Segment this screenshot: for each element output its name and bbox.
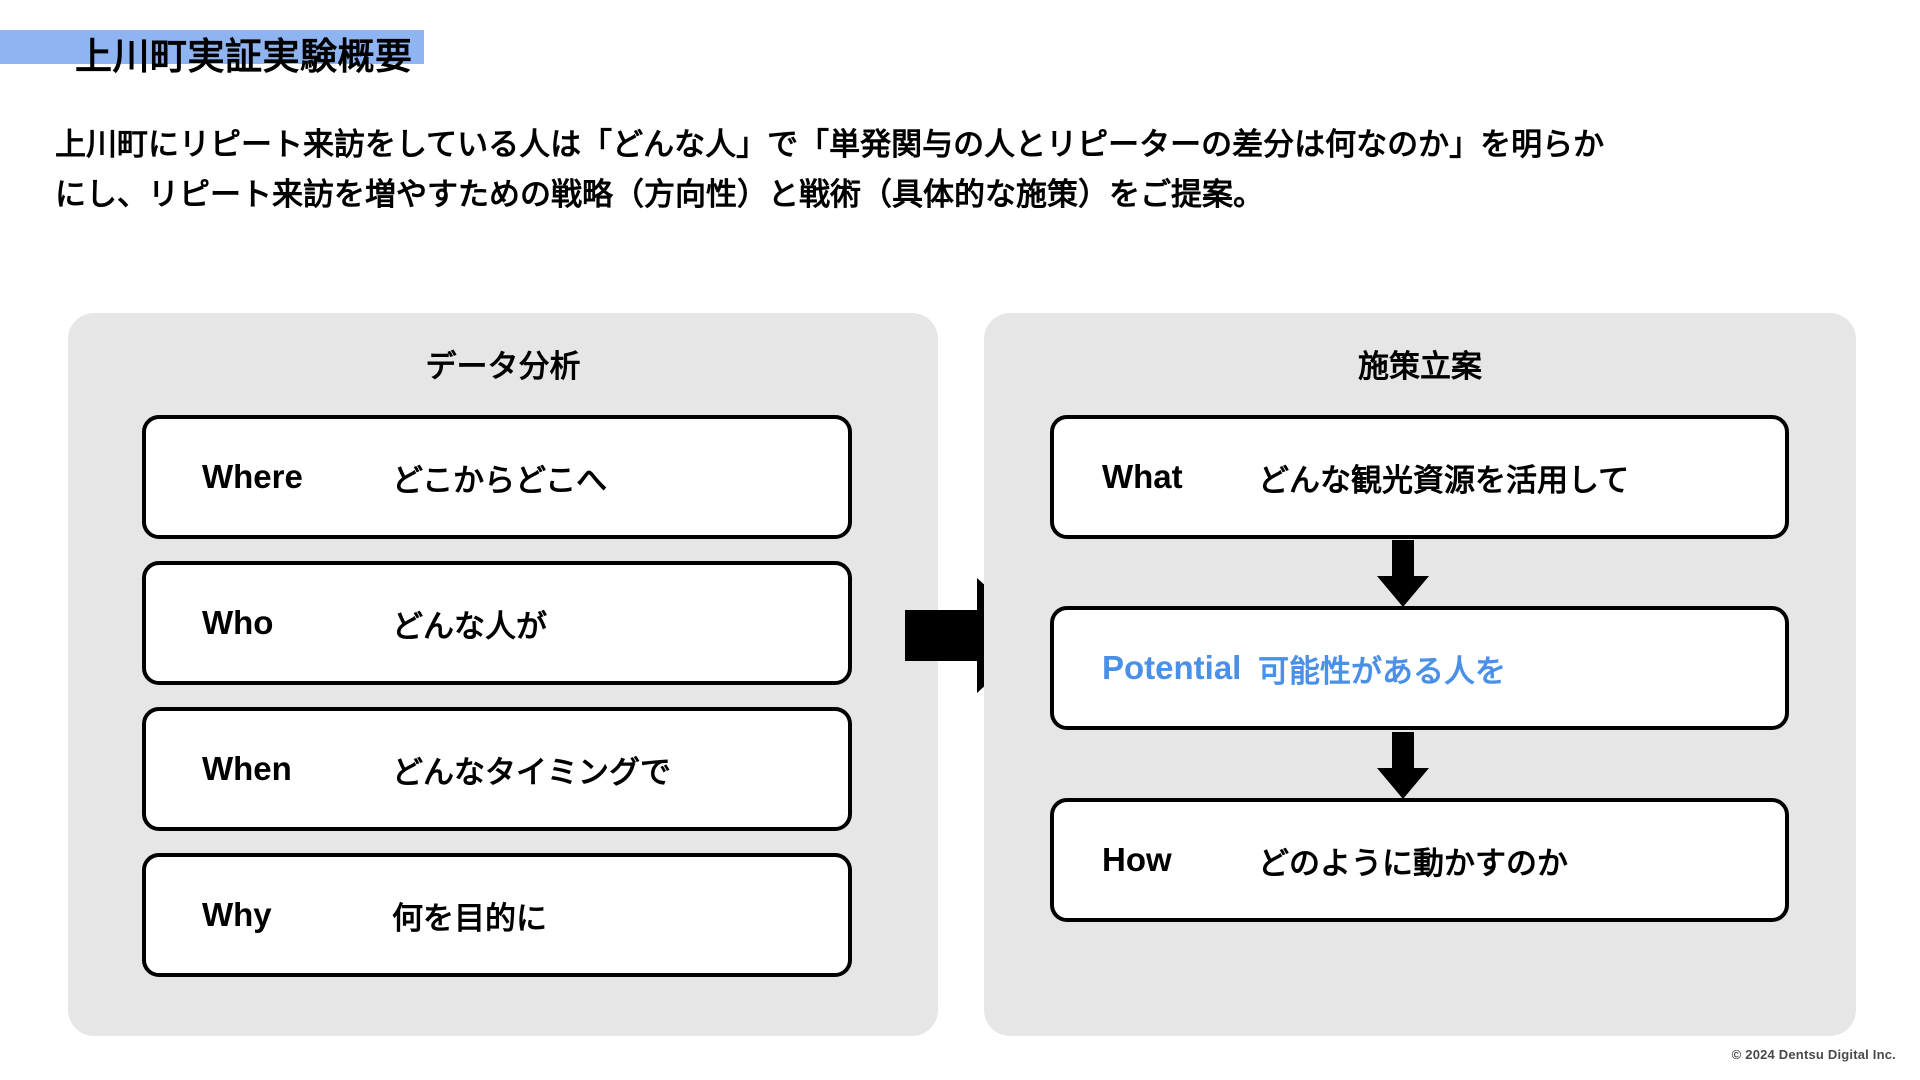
item-key-where: Where	[202, 458, 303, 495]
item-box-how[interactable]: How どのように動かすのか	[1050, 798, 1789, 922]
item-box-who[interactable]: Who どんな人が	[142, 561, 852, 685]
measure-planning-panel-heading: 施策立案	[1358, 349, 1482, 384]
subtitle-line-1: 上川町にリピート来訪をしている人は「どんな人」で「単発関与の人とリピーターの差分…	[55, 127, 1605, 162]
item-key-what: What	[1102, 458, 1183, 495]
slide-subtitle: 上川町にリピート来訪をしている人は「どんな人」で「単発関与の人とリピーターの差分…	[55, 120, 1885, 220]
down-arrow-icon-potential-to-how	[1377, 732, 1429, 799]
footer-copyright: © 2024 Dentsu Digital Inc.	[1731, 1047, 1896, 1062]
item-desc-how: どのように動かすのか	[1258, 845, 1568, 881]
item-desc-who: どんな人が	[392, 608, 547, 644]
item-desc-when: どんなタイミングで	[392, 754, 671, 790]
down-arrow-icon-what-to-potential	[1377, 540, 1429, 607]
item-box-why[interactable]: Why 何を目的に	[142, 853, 852, 977]
item-desc-where: どこからどこへ	[392, 462, 608, 498]
item-key-how: How	[1102, 841, 1172, 878]
item-box-where[interactable]: Where どこからどこへ	[142, 415, 852, 539]
data-analysis-panel: データ分析 Where どこからどこへ Who どんな人が When どんなタイ…	[68, 313, 938, 1036]
item-key-potential: Potential	[1102, 649, 1242, 686]
item-key-why: Why	[202, 896, 272, 933]
item-box-what[interactable]: What どんな観光資源を活用して	[1050, 415, 1789, 539]
item-key-when: When	[202, 750, 292, 787]
measure-planning-panel: 施策立案 What どんな観光資源を活用して Potential 可能性がある人…	[984, 313, 1856, 1036]
page-title: 上川町実証実験概要	[75, 36, 413, 77]
data-analysis-panel-heading: データ分析	[425, 349, 581, 384]
item-desc-what: どんな観光資源を活用して	[1258, 462, 1630, 498]
item-key-who: Who	[202, 604, 274, 641]
subtitle-line-2: にし、リピート来訪を増やすための戦略（方向性）と戦術（具体的な施策）をご提案。	[55, 177, 1264, 212]
title-highlight-bar	[0, 30, 424, 64]
item-desc-why: 何を目的に	[392, 900, 547, 936]
item-box-potential[interactable]: Potential 可能性がある人を	[1050, 606, 1789, 730]
item-desc-potential: 可能性がある人を	[1258, 653, 1506, 689]
item-box-when[interactable]: When どんなタイミングで	[142, 707, 852, 831]
